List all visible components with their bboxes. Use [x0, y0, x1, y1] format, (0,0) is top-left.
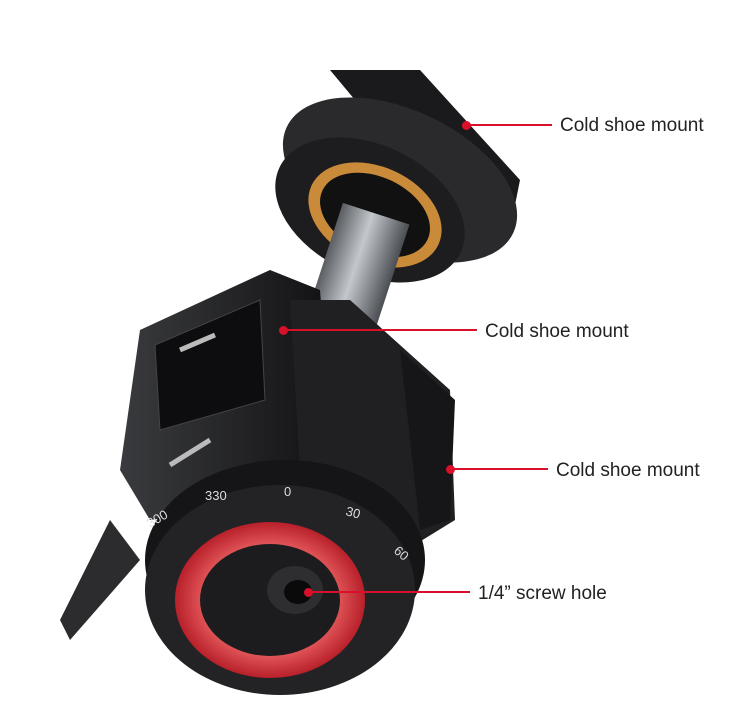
callout-dot: [279, 326, 288, 335]
callout-label: 1/4” screw hole: [478, 583, 607, 604]
rotation-dial: 300 330 0 30 60: [144, 460, 425, 695]
callout-dot: [304, 588, 313, 597]
callout-line: [450, 468, 548, 470]
dial-mark: 330: [205, 488, 227, 503]
callout-dot: [446, 465, 455, 474]
dial-mark: 30: [344, 503, 362, 521]
callout-line: [308, 591, 470, 593]
top-cold-shoe: [275, 70, 520, 283]
callout-label: Cold shoe mount: [556, 460, 700, 481]
callout-label: Cold shoe mount: [485, 321, 629, 342]
dial-mark: 0: [284, 484, 291, 499]
callout-label: Cold shoe mount: [560, 115, 704, 136]
callout-line: [466, 124, 552, 126]
callout-line: [283, 329, 477, 331]
callout-dot: [462, 121, 471, 130]
